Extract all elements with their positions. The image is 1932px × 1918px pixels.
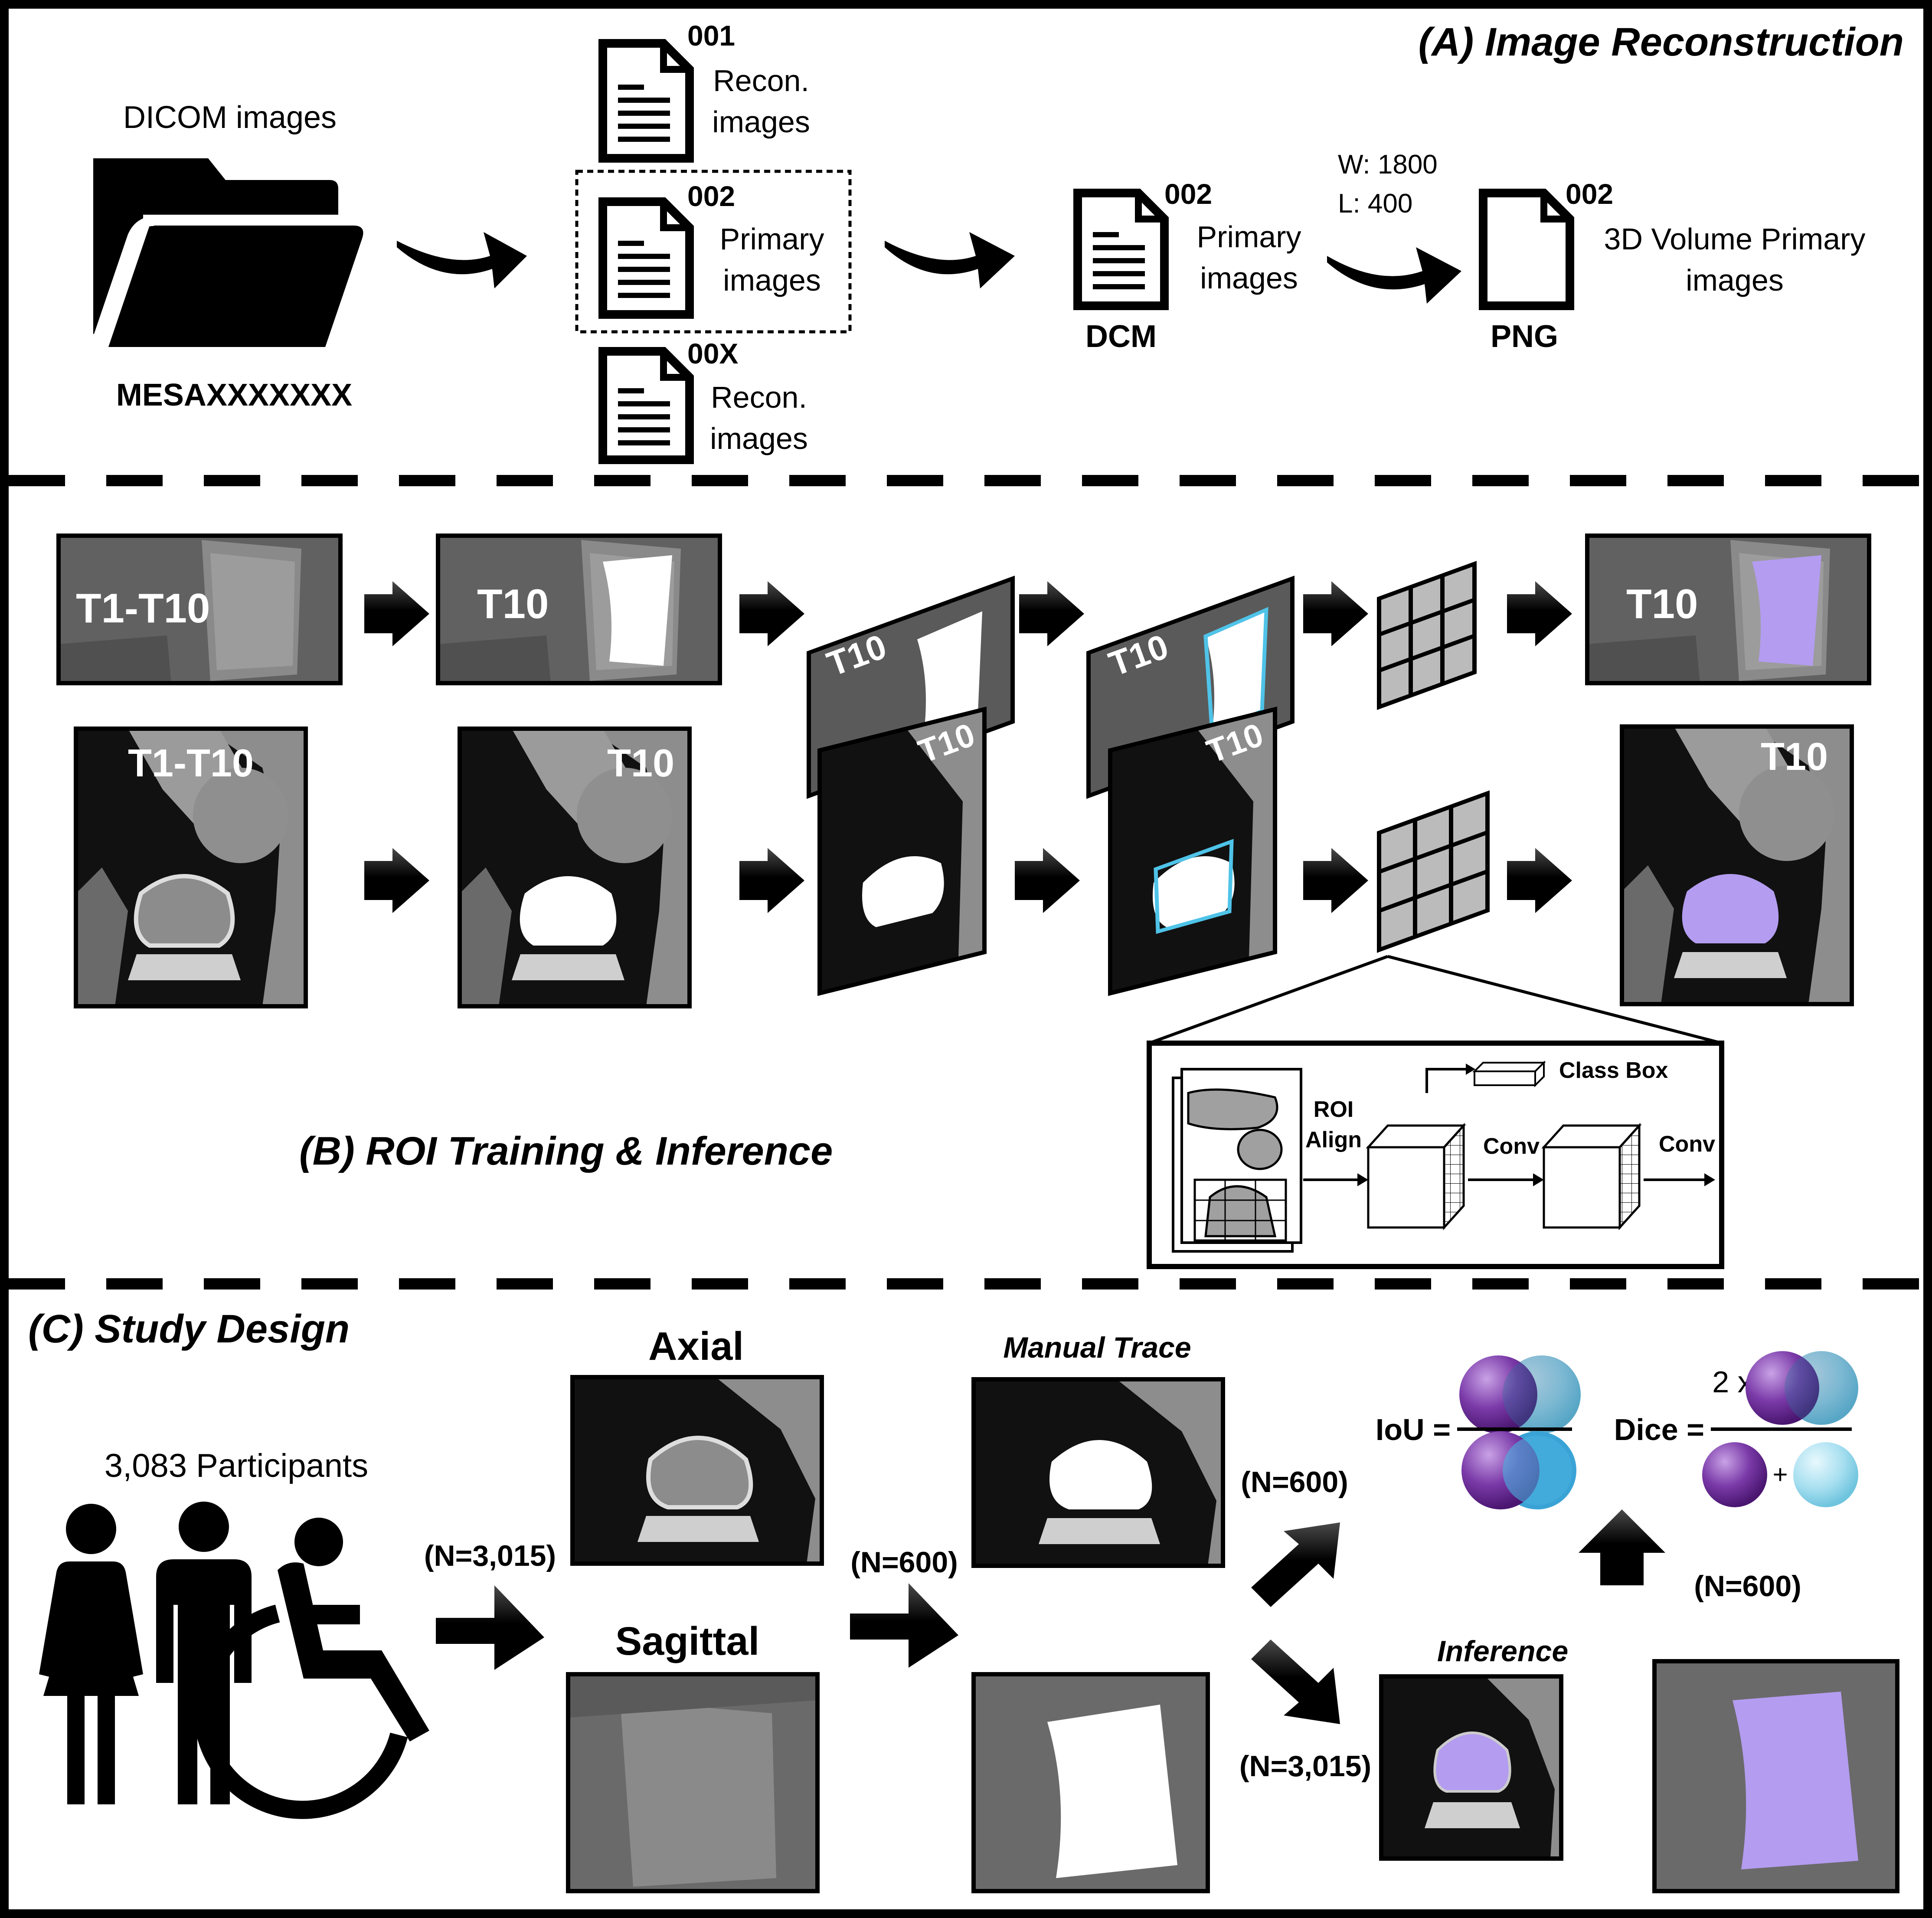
feature-grid-axial	[1377, 790, 1490, 953]
dicom-label: DICOM images	[123, 100, 337, 135]
series-00x-line1: Recon.	[711, 380, 807, 414]
window-level: L: 400	[1338, 189, 1412, 219]
document-icon	[598, 39, 694, 163]
dcm-line1: Primary	[1196, 220, 1301, 254]
participants-count: 3,083 Participants	[105, 1447, 368, 1484]
series-002-id: 002	[687, 180, 735, 212]
iou-intersection-icon	[1459, 1355, 1581, 1434]
inference-label: Inference	[1437, 1635, 1568, 1668]
manual-trace-axial-image	[971, 1377, 1225, 1568]
panel-c: (C) Study Design 3,083 Participants (N=3…	[28, 1307, 1899, 1893]
woman-icon	[39, 1504, 143, 1804]
arrow-icon	[1251, 1522, 1340, 1607]
sagittal-thumb-1: T1-T10	[56, 534, 343, 685]
panel-c-title: (C) Study Design	[28, 1307, 350, 1351]
axial-thumb-3	[817, 707, 987, 996]
n-600-mid: (N=600)	[850, 1546, 958, 1579]
manual-trace-sagittal-image	[971, 1672, 1210, 1893]
n-3015-left: (N=3,015)	[424, 1539, 556, 1572]
axial-label-2: T10	[607, 742, 674, 785]
series-002-line1: Primary	[719, 222, 824, 256]
dice-set-b-icon	[1793, 1442, 1858, 1507]
curved-arrow-icon	[397, 232, 527, 288]
class-box-label: Class Box	[1559, 1058, 1668, 1083]
conv1-label: Conv	[1483, 1134, 1540, 1159]
roi-align-line2: Align	[1305, 1127, 1362, 1152]
series-001-id: 001	[687, 20, 735, 52]
man-icon	[156, 1502, 252, 1804]
axial-label-5: T10	[1761, 735, 1828, 779]
document-icon	[1479, 189, 1574, 310]
dcm-id: 002	[1164, 178, 1212, 210]
axial-label-1: T1-T10	[128, 742, 254, 785]
sagittal-thumb-5: T10	[1585, 534, 1871, 685]
panel-a: (A) Image Reconstruction DICOM images ME…	[93, 20, 1904, 464]
folder-name: MESAXXXXXXX	[116, 378, 352, 412]
feature-grid-sag	[1377, 561, 1477, 710]
folder-icon	[93, 158, 363, 347]
document-icon	[1073, 189, 1169, 310]
axial-label: Axial	[648, 1324, 744, 1368]
axial-thumb-4	[1108, 707, 1277, 996]
wheelchair-icon	[193, 1518, 429, 1819]
dice-intersection-icon	[1746, 1351, 1858, 1425]
document-icon	[598, 347, 694, 464]
sagittal-label: Sagittal	[615, 1619, 759, 1663]
png-id: 002	[1566, 178, 1613, 210]
png-format: PNG	[1491, 319, 1558, 354]
series-00x-line2: images	[710, 422, 808, 455]
iou-label: IoU =	[1376, 1413, 1451, 1447]
panel-b-title: (B) ROI Training & Inference	[299, 1129, 833, 1173]
selected-series-box	[575, 170, 852, 334]
series-001-line2: images	[712, 105, 810, 139]
document-icon	[598, 197, 694, 319]
axial-thumb-1: T1-T10	[74, 727, 308, 1008]
network-box: ROI Align Class Box Conv Conv	[1147, 1041, 1724, 1269]
arrow-icon	[1251, 1640, 1340, 1724]
n-600-upper: (N=600)	[1241, 1466, 1348, 1499]
zoom-lines	[1148, 955, 1722, 1045]
manual-trace-label: Manual Trace	[1003, 1331, 1191, 1364]
png-line2: images	[1686, 263, 1784, 297]
dice-plus: +	[1772, 1460, 1788, 1489]
n-600-right: (N=600)	[1694, 1570, 1801, 1603]
series-00x-id: 00X	[687, 337, 738, 370]
arrow-icon	[850, 1583, 958, 1668]
curved-arrow-icon	[1327, 247, 1461, 304]
dice-label: Dice =	[1614, 1413, 1704, 1447]
window-width: W: 1800	[1338, 150, 1438, 180]
sagittal-ct-image	[566, 1672, 820, 1893]
dcm-line2: images	[1200, 261, 1298, 295]
dcm-format: DCM	[1085, 319, 1157, 354]
arrow-icon	[436, 1585, 544, 1670]
png-line1: 3D Volume Primary	[1604, 222, 1866, 256]
roi-align-line1: ROI	[1314, 1097, 1353, 1122]
n-3015-lower: (N=3,015)	[1239, 1750, 1371, 1783]
sag-label-2: T10	[477, 581, 549, 627]
dice-set-a-icon	[1702, 1442, 1767, 1507]
axial-thumb-2: T10	[458, 727, 692, 1008]
series-002-line2: images	[723, 263, 821, 297]
sag-label-5: T10	[1626, 581, 1698, 627]
sagittal-thumb-2: T10	[436, 534, 722, 685]
panel-a-title: (A) Image Reconstruction	[1419, 20, 1904, 64]
axial-thumb-5: T10	[1620, 724, 1854, 1006]
inference-axial-image	[1379, 1674, 1563, 1861]
iou-union-icon	[1461, 1431, 1576, 1509]
sag-label-1: T1-T10	[76, 585, 210, 632]
inference-sagittal-image	[1652, 1659, 1899, 1893]
curved-arrow-icon	[885, 232, 1015, 288]
arrow-icon	[1579, 1509, 1665, 1585]
series-001-line1: Recon.	[713, 64, 809, 98]
arrow-icon	[364, 581, 1572, 913]
conv2-label: Conv	[1659, 1132, 1715, 1157]
panel-b: T1-T10 T10 T10 T10	[56, 534, 1871, 1269]
axial-ct-image	[570, 1375, 824, 1566]
